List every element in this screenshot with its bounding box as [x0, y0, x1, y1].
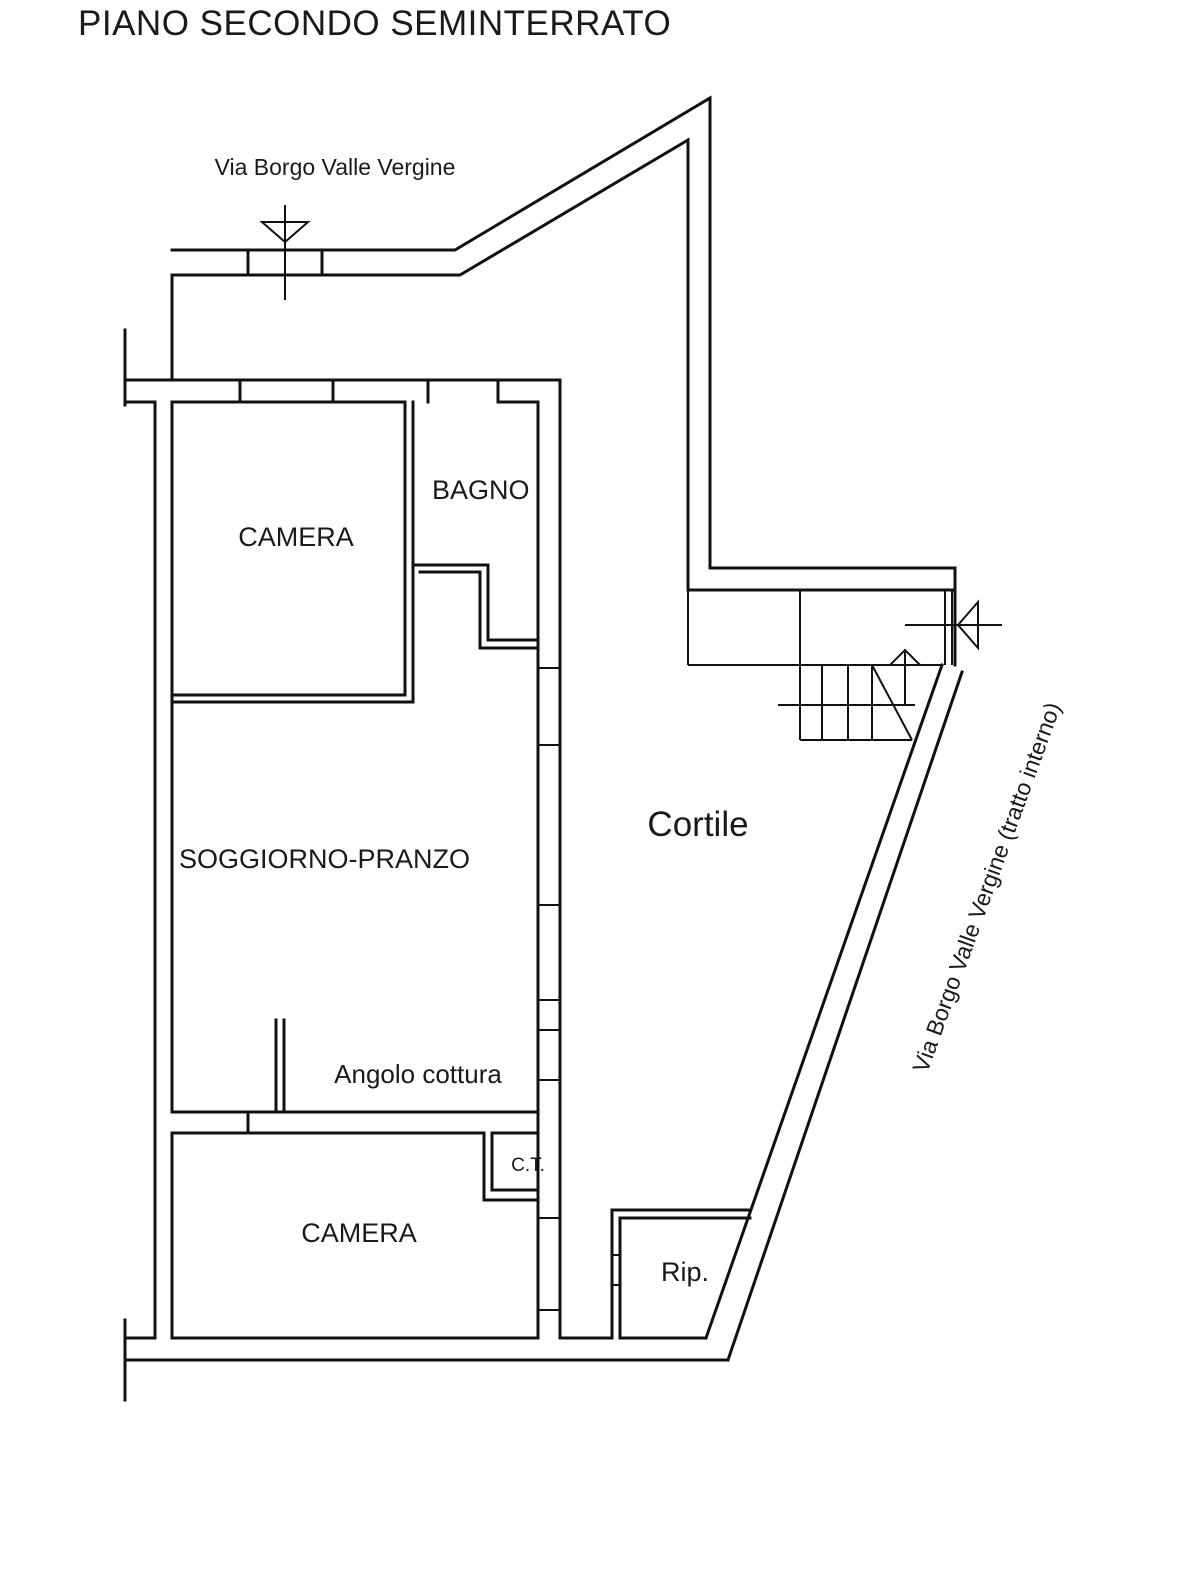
room-label-ripostiglio: Rip.	[661, 1257, 709, 1287]
entrance-arrow-top	[259, 205, 311, 300]
stairs	[778, 648, 921, 741]
street-label-top: Via Borgo Valle Vergine	[215, 154, 456, 180]
room-label-camera-top: CAMERA	[238, 522, 354, 552]
street-label-side: Via Borgo Valle Vergine (tratto interno)	[907, 699, 1065, 1076]
entrance-arrow-right	[905, 599, 1002, 651]
page-title: PIANO SECONDO SEMINTERRATO	[78, 4, 672, 43]
room-label-soggiorno: SOGGIORNO-PRANZO	[179, 844, 470, 874]
walls	[123, 95, 964, 1402]
room-label-cortile: Cortile	[647, 805, 748, 844]
room-label-ct: C.T.	[511, 1155, 545, 1176]
room-label-bagno: BAGNO	[432, 475, 530, 505]
room-label-camera-bottom: CAMERA	[301, 1218, 417, 1248]
room-label-angolo-cottura: Angolo cottura	[334, 1059, 502, 1089]
